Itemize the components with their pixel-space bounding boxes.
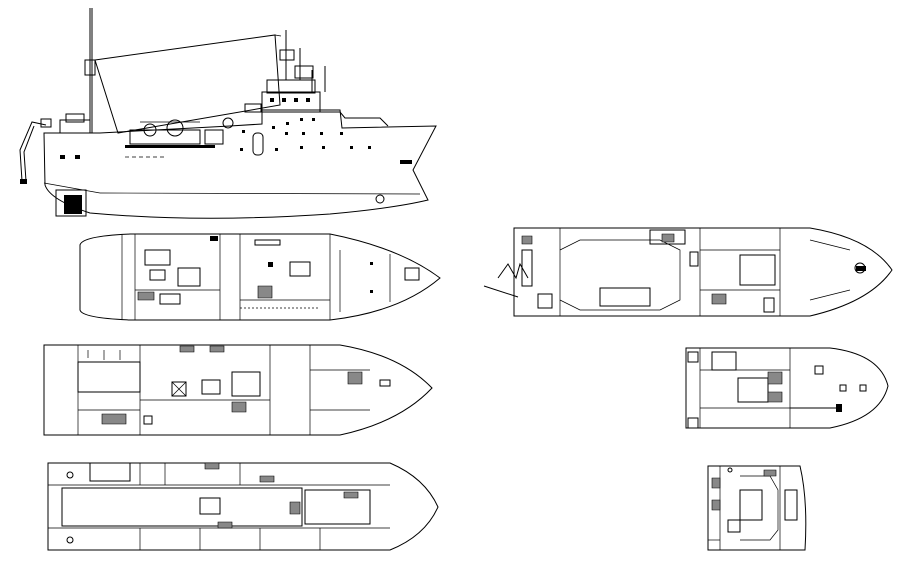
canvas-shelter: [95, 35, 280, 133]
deck-plan-top: [708, 466, 806, 550]
deck-winches: [125, 118, 233, 148]
portholes: [240, 118, 371, 151]
deck-plan-main: [44, 345, 432, 435]
deck-plan-forecastle: [484, 228, 892, 316]
deck-plan-bridge: [686, 348, 888, 428]
side-elevation: [20, 8, 436, 218]
hull-door: [253, 133, 263, 155]
stern-thruster-box: [56, 190, 86, 216]
superstructure: [245, 30, 388, 126]
deck-plan-upper: [80, 234, 440, 320]
deck-plan-lower: [48, 463, 438, 550]
